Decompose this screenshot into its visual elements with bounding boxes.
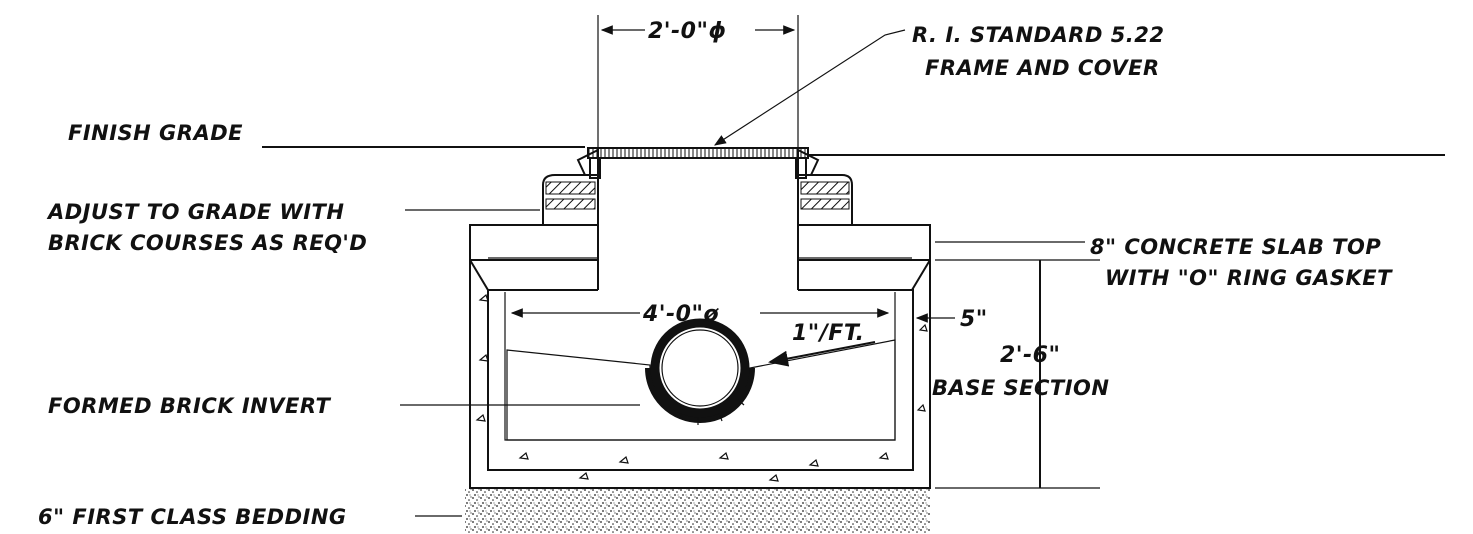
base-height-text: 2'-6" (1000, 343, 1060, 368)
adjust-label-1: ADJUST TO GRADE WITH (46, 200, 344, 224)
bedding-layer (465, 488, 930, 534)
opening-dimension (597, 15, 799, 150)
concrete-slab-top (469, 224, 931, 291)
finish-grade-label: FINISH GRADE (68, 121, 243, 145)
formed-invert-label: FORMED BRICK INVERT (48, 394, 332, 418)
slab-label-1: 8" CONCRETE SLAB TOP (1090, 235, 1381, 259)
slope-text: 1"/FT. (792, 321, 864, 346)
frame-cover-label-1: R. I. STANDARD 5.22 (912, 23, 1165, 47)
bedding-label: 6" FIRST CLASS BEDDING (38, 505, 347, 529)
base-height-dimension (935, 259, 1100, 489)
frame-cover-label-2: FRAME AND COVER (925, 56, 1160, 80)
slab-label-2: WITH "O" RING GASKET (1105, 266, 1393, 290)
aggregate-triangles (475, 293, 928, 482)
pipe (650, 318, 750, 418)
adjust-label-2: BRICK COURSES AS REQ'D (48, 231, 367, 255)
frame-and-cover (576, 147, 820, 179)
opening-diameter-text: 2'-0"ϕ (648, 19, 726, 44)
wall-thickness-text: 5" (960, 307, 988, 332)
brick-courses (542, 174, 853, 226)
base-section-label: BASE SECTION (932, 376, 1110, 400)
inside-diameter-text: 4'-0"ø (642, 302, 719, 327)
